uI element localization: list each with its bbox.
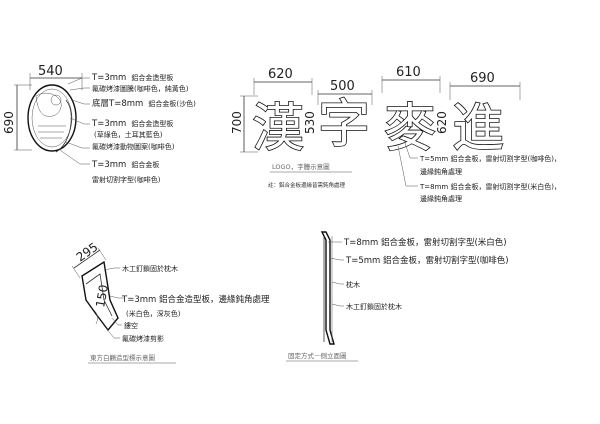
logo-footnote: 註：鋁合金板邊緣皆需鈍角處理 bbox=[268, 181, 346, 189]
elevation-note-3: 枕木 bbox=[346, 280, 360, 289]
oval-leader-6 bbox=[59, 149, 90, 165]
logo-char-2: 字 bbox=[318, 95, 370, 155]
oval-leader-2 bbox=[69, 87, 90, 91]
elevation-leader-4 bbox=[331, 303, 344, 307]
bracket-body bbox=[81, 260, 119, 332]
logo-sub-dim-2: 620 bbox=[435, 111, 449, 134]
logo-top-dim-3: 610 bbox=[396, 65, 421, 80]
logo-note-2-line1: T=8mm 鋁合金板，雷射切割字型(米白色)， bbox=[419, 182, 561, 191]
logo-note-2-line2: 邊緣鈍角處理 bbox=[420, 194, 462, 203]
oval-note-7: T=3mm 鋁合金板 bbox=[91, 152, 159, 171]
oval-inner-outline bbox=[31, 88, 73, 148]
oval-note-1: T=3mm 鋁合金造型板 bbox=[91, 65, 173, 84]
elevation-leader-2 bbox=[329, 257, 344, 261]
logo-top-dim-2: 500 bbox=[330, 79, 355, 94]
bracket-note-5: 氟碳烤漆剪影 bbox=[122, 334, 164, 343]
oval-width-dim: 540 bbox=[38, 64, 63, 79]
elevation-caption: 固定方式－側立面圖 bbox=[288, 351, 347, 360]
elevation-plates bbox=[320, 231, 335, 345]
oval-leader-1 bbox=[67, 77, 90, 85]
oval-note-3: 底層T=8mm 鋁合金板(沙色) bbox=[92, 91, 196, 110]
oval-height-dim: 690 bbox=[2, 111, 16, 134]
bracket-sign: 295 150 木工釘鎖固於枕木 T=3mm 鋁合金造型板，邊緣鈍角處理 (米白… bbox=[71, 240, 270, 364]
bracket-leader-2 bbox=[109, 295, 124, 299]
logo-caption: LOGO，字體示意圖 bbox=[272, 162, 330, 171]
elevation-leader-3 bbox=[331, 281, 344, 285]
logo-char-4: 進 bbox=[452, 99, 504, 159]
logo-top-dim-1: 620 bbox=[268, 67, 293, 82]
oval-leader-4 bbox=[69, 117, 90, 125]
oval-note-2: 氟碳烤漆圖騰(咖啡色，純黃色) bbox=[92, 84, 189, 93]
logo-leader-1 bbox=[403, 139, 418, 159]
logo-top-dim-4: 690 bbox=[470, 71, 495, 86]
logo-note-1-line2: 邊緣鈍角處理 bbox=[420, 167, 462, 176]
oval-sign: 540 690 T=3mm 鋁合金造型板 氟碳烤漆圖騰(咖啡色，純黃色) bbox=[2, 64, 196, 184]
bracket-width-dim: 295 bbox=[74, 240, 101, 265]
bracket-leader-4 bbox=[105, 327, 120, 339]
logo-note-1-line1: T=5mm 鋁合金板，雷射切割字型(咖啡色)， bbox=[419, 154, 561, 163]
bracket-note-1: 木工釘鎖固於枕木 bbox=[122, 264, 178, 273]
bracket-leader-1 bbox=[103, 267, 120, 271]
oval-leader-3 bbox=[71, 99, 90, 105]
bracket-leader-3 bbox=[111, 317, 122, 326]
bracket-caption: 東方白鸛造型標示意圖 bbox=[90, 353, 155, 362]
bracket-inner bbox=[85, 273, 113, 317]
bracket-note-2: T=3mm 鋁合金造型板，邊緣鈍角處理 bbox=[121, 294, 270, 305]
oval-note-6: 氟碳烤漆動物圖案(咖啡色) bbox=[92, 142, 175, 151]
elevation-note-4: 木工釘鎖固於枕木 bbox=[346, 302, 402, 311]
logo-left-dim: 700 bbox=[230, 111, 244, 134]
logo-sub-dim-1: 530 bbox=[303, 111, 317, 134]
oval-leader-5 bbox=[65, 141, 90, 149]
oval-notes: T=3mm 鋁合金造型板 氟碳烤漆圖騰(咖啡色，純黃色) 底層T=8mm 鋁合金… bbox=[91, 65, 196, 184]
logo-sign: 620 500 610 690 700 530 620 漢 字 麥 進 LOGO… bbox=[230, 65, 561, 203]
animal-figure bbox=[35, 92, 62, 117]
oval-side-band bbox=[55, 99, 72, 153]
logo-char-1: 漢 bbox=[252, 99, 304, 159]
oval-note-8: 雷射切割字型(咖啡色) bbox=[92, 175, 161, 184]
logo-char-3: 麥 bbox=[384, 99, 436, 159]
bracket-height-dim: 150 bbox=[93, 284, 111, 309]
bracket-note-3: (米白色，深灰色) bbox=[126, 309, 181, 318]
oval-note-4: T=3mm 鋁合金造型板 bbox=[91, 111, 173, 130]
oval-lettering-strokes bbox=[38, 125, 66, 139]
bracket-cutout bbox=[93, 309, 98, 325]
bracket-note-4: 鏤空 bbox=[124, 321, 138, 330]
elevation-note-1: T=8mm 鋁合金板，雷射切割字型(米白色) bbox=[343, 237, 507, 248]
elevation-note-2: T=5mm 鋁合金板，雷射切割字型(咖啡色) bbox=[345, 255, 509, 266]
logo-leader-2 bbox=[397, 145, 418, 187]
side-elevation: T=8mm 鋁合金板，雷射切割字型(米白色) T=5mm 鋁合金板，雷射切割字型… bbox=[286, 231, 509, 362]
oval-outline bbox=[27, 84, 77, 152]
oval-note-5: (草綠色，土耳其藍色) bbox=[94, 130, 163, 139]
animal-head bbox=[50, 94, 62, 106]
